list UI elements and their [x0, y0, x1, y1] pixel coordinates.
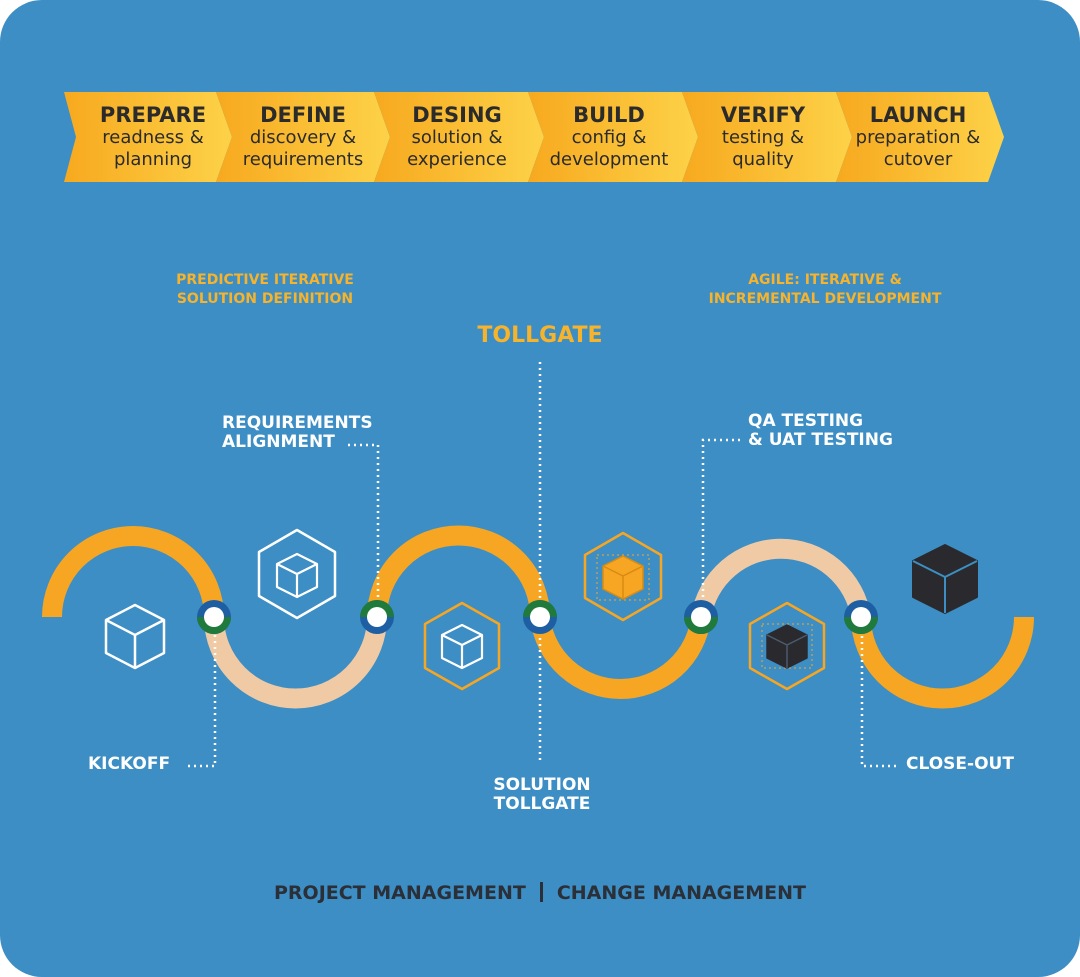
- connector-kickoff: [188, 632, 217, 768]
- cube-icon: [104, 603, 166, 670]
- qa-label-line1: QA TESTING: [748, 411, 864, 431]
- phase-desc-line1: testing &: [721, 127, 805, 148]
- phase-desc-line2: planning: [113, 149, 193, 170]
- node-tollgate: [523, 600, 557, 634]
- phase-bar: PREPARE readness & planning DEFINE disco…: [64, 92, 1004, 182]
- phase-desc-line2: requirements: [242, 149, 364, 170]
- predictive-note: PREDICTIVE ITERATIVE SOLUTION DEFINITION: [150, 271, 380, 309]
- predictive-note-line1: PREDICTIVE ITERATIVE: [176, 272, 354, 288]
- node-qa: [684, 600, 718, 634]
- footer: PROJECT MANAGEMENT CHANGE MANAGEMENT: [200, 882, 880, 904]
- requirements-label-line1: REQUIREMENTS: [222, 413, 373, 433]
- phase-name: DESING: [412, 103, 502, 127]
- phase-name: LAUNCH: [869, 103, 967, 127]
- phase-design: DESING solution & experience: [382, 92, 532, 182]
- hexagon-cube-icon: [257, 528, 337, 620]
- qa-label-line2: & UAT TESTING: [748, 430, 893, 450]
- phase-desc-line1: config &: [571, 127, 647, 148]
- phase-name: PREPARE: [99, 103, 207, 127]
- phase-name: BUILD: [573, 103, 645, 127]
- phase-chevron-6: [836, 92, 1004, 182]
- connector-qa: [701, 438, 740, 602]
- phase-chevrons: [64, 92, 1004, 182]
- node-closeout: [844, 600, 878, 634]
- phase-prepare: PREPARE readness & planning: [78, 92, 228, 182]
- footer-project-management: PROJECT MANAGEMENT: [273, 882, 526, 904]
- requirements-label: REQUIREMENTS ALIGNMENT: [222, 414, 373, 452]
- agile-note-line2: INCREMENTAL DEVELOPMENT: [708, 291, 942, 307]
- kickoff-label: KICKOFF: [88, 754, 171, 774]
- phase-verify: VERIFY testing & quality: [688, 92, 838, 182]
- solution-tollgate-line1: SOLUTION: [493, 775, 591, 795]
- predictive-note-line2: SOLUTION DEFINITION: [176, 291, 354, 307]
- footer-change-management: CHANGE MANAGEMENT: [556, 882, 806, 904]
- wave-trough-2: [530, 615, 711, 700]
- hexagon-cube-icon: [583, 531, 663, 622]
- phase-desc-line1: preparation &: [855, 127, 981, 148]
- wave-crest-2: [367, 525, 550, 618]
- requirements-label-line2: ALIGNMENT: [222, 432, 335, 452]
- milestone-nodes: [197, 600, 878, 634]
- phase-desc-line2: development: [549, 149, 669, 170]
- agile-note: AGILE: ITERATIVE & INCREMENTAL DEVELOPME…: [690, 271, 960, 309]
- phase-desc-line1: discovery &: [249, 127, 357, 148]
- hexagon-cube-icon: [748, 601, 826, 691]
- tollgate-title: TOLLGATE: [477, 323, 603, 348]
- phase-desc-line2: quality: [732, 149, 794, 170]
- phase-chevron-2: [216, 92, 390, 182]
- phase-chevron-1: [64, 92, 232, 182]
- phase-name: VERIFY: [720, 103, 806, 127]
- phase-chevron-5: [682, 92, 852, 182]
- phase-chevron-3: [374, 92, 544, 182]
- footer-separator: [539, 882, 543, 902]
- phase-name: DEFINE: [260, 103, 346, 127]
- phase-desc-line2: cutover: [883, 149, 953, 170]
- wave-crest-3: [691, 538, 871, 619]
- phase-chevron-4: [528, 92, 698, 182]
- node-kickoff: [197, 600, 231, 634]
- wave-crest-1: [42, 526, 224, 618]
- phase-launch: LAUNCH preparation & cutover: [840, 92, 996, 182]
- wave-trough-3: [851, 616, 1034, 709]
- solution-tollgate-label: SOLUTION TOLLGATE: [470, 776, 614, 814]
- phase-define: DEFINE discovery & requirements: [228, 92, 378, 182]
- node-requirements: [360, 600, 394, 634]
- hexagon-cube-icon: [423, 601, 501, 691]
- solution-tollgate-line2: TOLLGATE: [493, 794, 591, 814]
- qa-label: QA TESTING & UAT TESTING: [748, 412, 893, 450]
- phase-desc-line1: solution &: [411, 127, 503, 148]
- connector-lines: [188, 362, 896, 768]
- closeout-label: CLOSE-OUT: [906, 754, 1014, 774]
- dark-cube-icon: [912, 544, 978, 614]
- connector-requirements: [348, 443, 380, 602]
- wave-trough-1: [204, 616, 387, 709]
- phase-desc-line1: readness &: [102, 127, 204, 148]
- phase-build: BUILD config & development: [534, 92, 684, 182]
- agile-note-line1: AGILE: ITERATIVE &: [748, 272, 902, 288]
- phase-desc-line2: experience: [407, 149, 507, 170]
